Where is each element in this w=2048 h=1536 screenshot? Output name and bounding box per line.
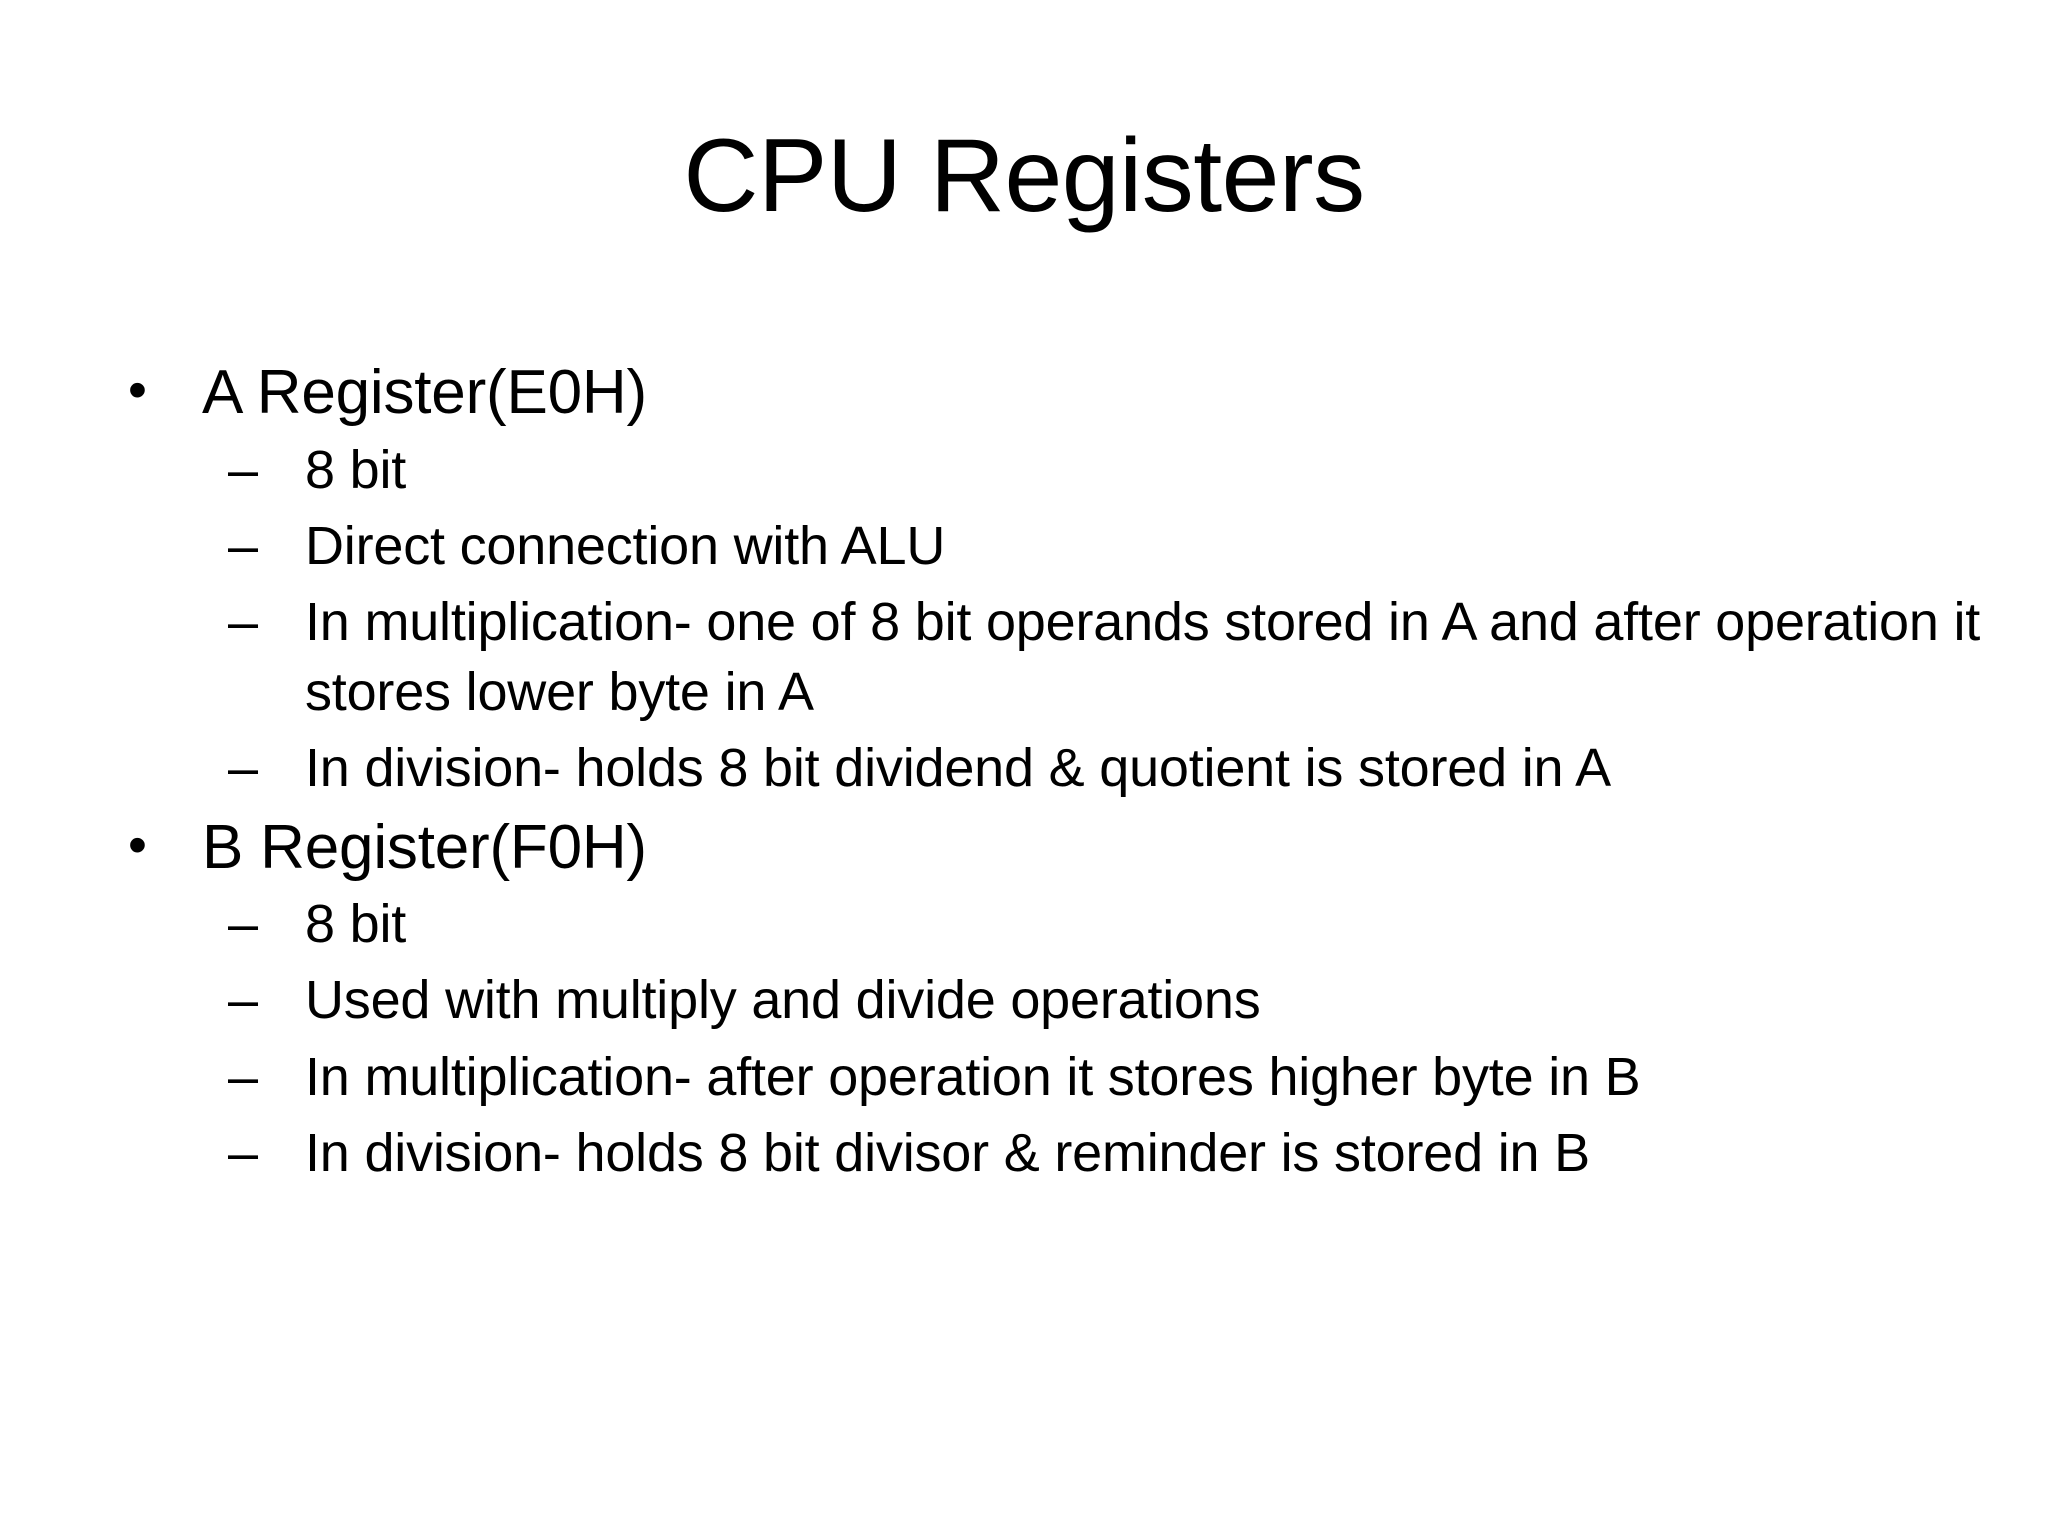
- bullet-dash-icon: –: [228, 894, 258, 955]
- bullet-dot-icon: •: [128, 360, 147, 420]
- sub-bullet-item: – In multiplication- after operation it …: [110, 1042, 1990, 1112]
- bullet-dash-icon: –: [228, 1122, 258, 1183]
- bullet-label-a-register: A Register(E0H): [202, 358, 647, 427]
- sub-bullet-label: In division- holds 8 bit divisor & remin…: [305, 1122, 1590, 1183]
- sub-bullet-item: – In division- holds 8 bit divisor & rem…: [110, 1118, 1990, 1188]
- bullet-dash-icon: –: [228, 515, 258, 576]
- bullet-dash-icon: –: [228, 970, 258, 1031]
- sub-bullet-label: Used with multiply and divide operations: [305, 970, 1261, 1031]
- bullet-group-a-register: • A Register(E0H) – 8 bit – Direct conne…: [110, 355, 1990, 804]
- sub-bullet-label: 8 bit: [305, 439, 407, 500]
- sub-bullet-label: In division- holds 8 bit dividend & quot…: [305, 738, 1611, 799]
- sub-bullet-item: – 8 bit: [110, 435, 1990, 505]
- bullet-item-b-register: • B Register(F0H): [110, 810, 1990, 886]
- bullet-item-a-register: • A Register(E0H): [110, 355, 1990, 431]
- bullet-dot-icon: •: [128, 814, 147, 875]
- bullet-dash-icon: –: [228, 439, 258, 500]
- sub-bullet-item: – In division- holds 8 bit dividend & qu…: [110, 733, 1990, 803]
- sub-bullet-label: In multiplication- one of 8 bit operands…: [305, 592, 1981, 723]
- sub-bullet-label: In multiplication- after operation it st…: [305, 1046, 1641, 1107]
- sub-bullet-item: – Direct connection with ALU: [110, 511, 1990, 581]
- bullet-dash-icon: –: [228, 1046, 258, 1107]
- slide-content-body: • A Register(E0H) – 8 bit – Direct conne…: [110, 355, 1990, 1194]
- bullet-label-b-register: B Register(F0H): [202, 812, 647, 882]
- sub-bullet-label: Direct connection with ALU: [305, 515, 946, 576]
- page-title: CPU Registers: [683, 118, 1365, 234]
- sub-bullet-item: – In multiplication- one of 8 bit operan…: [110, 587, 1990, 727]
- bullet-dash-icon: –: [228, 592, 258, 652]
- sub-bullet-list-a-register: – 8 bit – Direct connection with ALU – I…: [110, 435, 1990, 804]
- sub-bullet-list-b-register: – 8 bit – Used with multiply and divide …: [110, 889, 1990, 1188]
- bullet-group-b-register: • B Register(F0H) – 8 bit – Used with mu…: [110, 810, 1990, 1188]
- sub-bullet-label: 8 bit: [305, 894, 407, 955]
- sub-bullet-item: – Used with multiply and divide operatio…: [110, 965, 1990, 1035]
- bullet-dash-icon: –: [228, 738, 258, 799]
- sub-bullet-item: – 8 bit: [110, 889, 1990, 959]
